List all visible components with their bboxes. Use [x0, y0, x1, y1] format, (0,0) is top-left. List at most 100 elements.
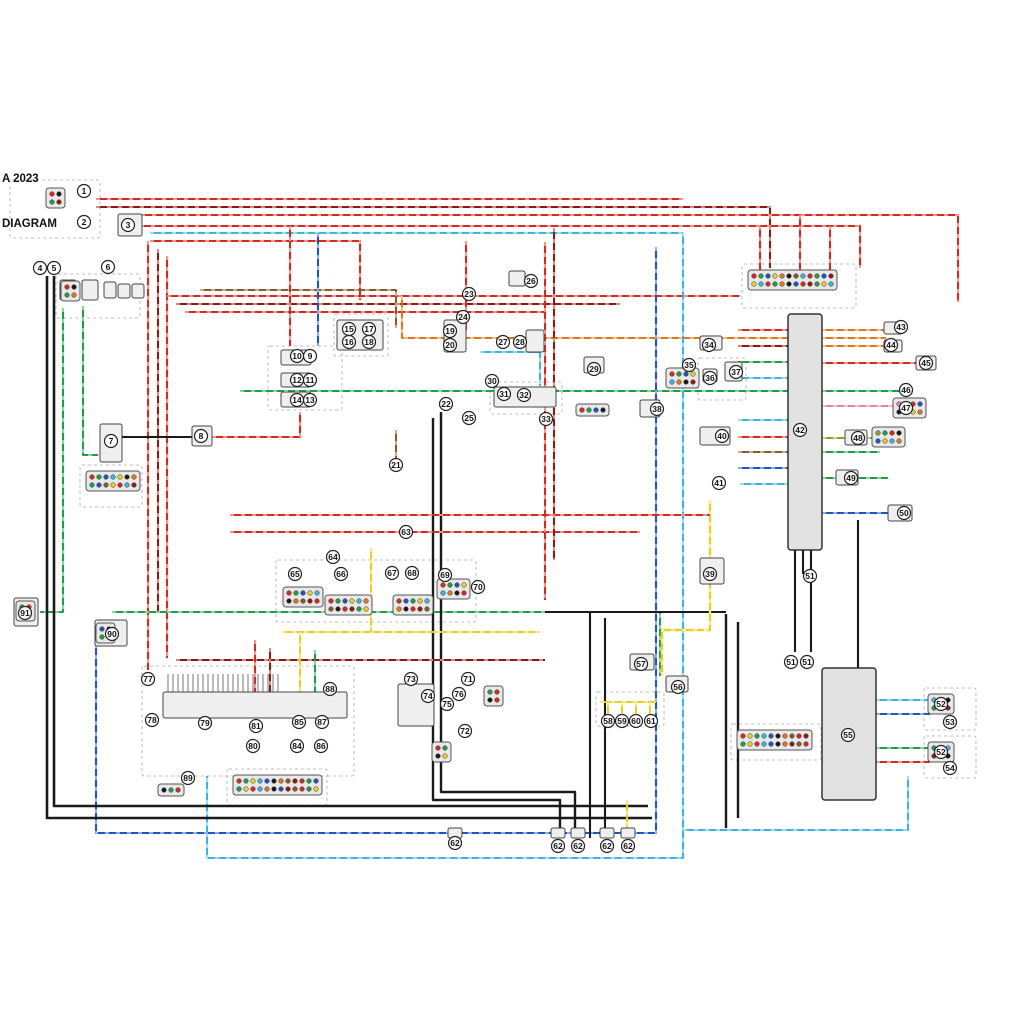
component-callout	[484, 373, 500, 389]
connector-pin	[110, 474, 116, 480]
component-number: 49	[846, 473, 856, 483]
component-callout	[302, 372, 318, 388]
connector-pin	[758, 281, 764, 287]
connector-pin	[243, 778, 249, 784]
connector-pin	[751, 281, 757, 287]
connector-pin	[64, 284, 70, 290]
connector-pin	[293, 590, 299, 596]
connector-block	[575, 403, 610, 417]
component-box	[620, 827, 636, 839]
component-callout	[599, 838, 615, 854]
component-number: 29	[589, 364, 599, 374]
connector-pin	[314, 590, 320, 596]
component-number: 4	[38, 263, 43, 273]
connector-pin	[264, 786, 270, 792]
component-callout	[799, 654, 815, 670]
component-number: 41	[714, 478, 724, 488]
connector-pin	[747, 741, 753, 747]
component-callout	[302, 392, 318, 408]
component-callout	[850, 430, 866, 446]
component-callout	[461, 410, 477, 426]
wire	[52, 276, 648, 808]
component-callout	[792, 422, 808, 438]
connector-pin	[782, 733, 788, 739]
component-number: 91	[20, 608, 30, 618]
component-callout	[341, 334, 357, 350]
component-number: 81	[251, 721, 261, 731]
connector-pin	[669, 371, 675, 377]
connector-pin	[71, 292, 77, 298]
wire-stripe	[140, 225, 861, 268]
component-number: 12	[292, 375, 302, 385]
connector-pin	[793, 273, 799, 279]
component-callout	[287, 566, 303, 582]
connector-pin	[775, 741, 781, 747]
component-number: 50	[899, 508, 909, 518]
connector-pin	[168, 787, 174, 793]
component-callout	[681, 357, 697, 373]
component-callout	[550, 838, 566, 854]
connector-pin	[307, 590, 313, 596]
component-callout	[442, 337, 458, 353]
component-number: 46	[901, 385, 911, 395]
component-callout	[461, 286, 477, 302]
connector-pin	[299, 786, 305, 792]
diagram-title-line1: A 2023	[2, 172, 39, 185]
component-callout	[442, 323, 458, 339]
component-number: 51	[802, 657, 812, 667]
component-region	[489, 381, 563, 415]
connector-pin	[793, 281, 799, 287]
wire-stripe	[40, 308, 64, 613]
component-number: 15	[344, 324, 354, 334]
connector-block	[871, 426, 906, 448]
component-number: 18	[364, 337, 374, 347]
component-box	[117, 283, 131, 299]
component-number: 55	[843, 730, 853, 740]
component-callout	[898, 382, 914, 398]
component-number: 6	[106, 262, 111, 272]
component-callout	[193, 428, 209, 444]
component-number: 88	[325, 684, 335, 694]
connector-pin	[586, 407, 592, 413]
wire-stripe	[661, 500, 711, 676]
component-callout	[437, 567, 453, 583]
component-number: 71	[463, 674, 473, 684]
component-number: 7	[109, 436, 114, 446]
component-region	[9, 179, 101, 239]
connector-pin	[271, 778, 277, 784]
component-callout	[933, 696, 949, 712]
component-callout	[711, 475, 727, 491]
connector-pin	[49, 191, 55, 197]
component-number: 64	[328, 552, 338, 562]
connector-pin	[786, 273, 792, 279]
connector-pin	[751, 273, 757, 279]
component-callout	[180, 770, 196, 786]
connector-pin	[828, 273, 834, 279]
connector-pin	[314, 598, 320, 604]
connector-pin	[335, 606, 341, 612]
connector-pin	[828, 281, 834, 287]
component-number: 62	[553, 841, 563, 851]
component-callout	[100, 259, 116, 275]
component-callout	[447, 835, 463, 851]
component-number: 43	[896, 322, 906, 332]
component-number: 45	[921, 358, 931, 368]
connector-pin	[306, 778, 312, 784]
component-number: 35	[684, 360, 694, 370]
connector-pin	[882, 438, 888, 444]
connector-pin	[747, 733, 753, 739]
connector-pin	[435, 745, 441, 751]
connector-pin	[772, 273, 778, 279]
connector-pin	[917, 401, 923, 407]
component-callout	[649, 401, 665, 417]
connector-pin	[131, 474, 137, 480]
connector-pin	[110, 482, 116, 488]
component-callout	[333, 566, 349, 582]
connector-pin	[250, 778, 256, 784]
component-callout	[140, 671, 156, 687]
connector-pin	[796, 733, 802, 739]
component-callout	[516, 387, 532, 403]
connector-pin	[124, 482, 130, 488]
connector-pin	[250, 786, 256, 792]
